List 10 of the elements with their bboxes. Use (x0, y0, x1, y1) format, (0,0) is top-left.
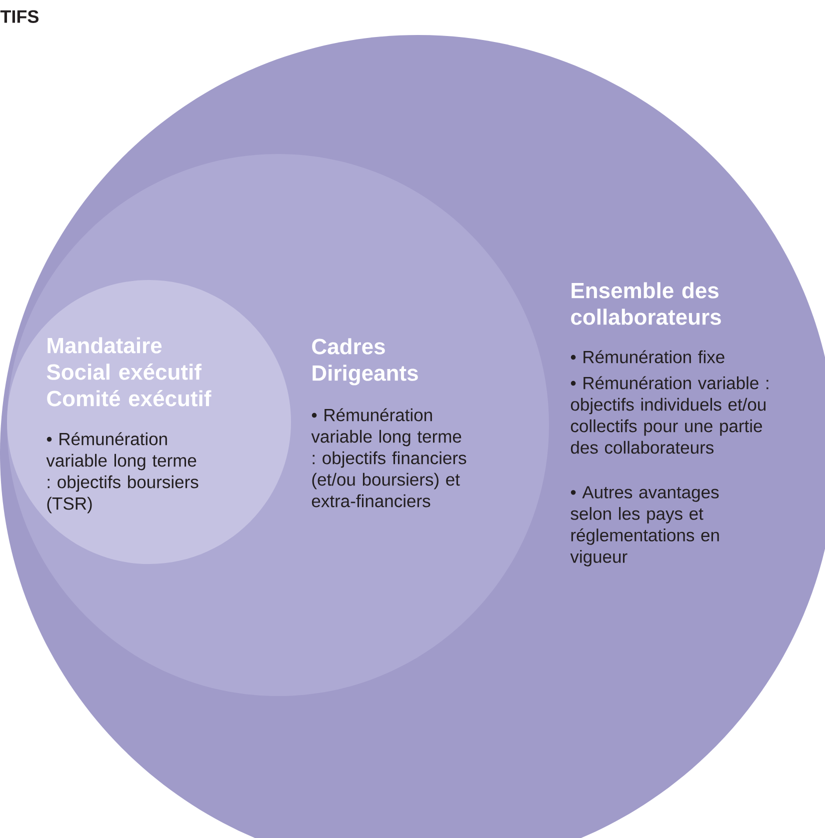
bullet-text: • Rémunération variable : objectifs individuels et/ou collectifs pour une partie des collaborateurs (570, 376, 768, 454)
circle-heading: Ensemble des collaborateurs (571, 282, 721, 325)
bullet-text: • Autres avantages selon les pays et réglementations en vigueur (570, 486, 719, 566)
bullet-text: • Rémunération variable long terme : objectifs boursiers (TSR) (46, 432, 198, 514)
bullet-text: • Rémunération variable long terme : objectifs financiers (et/ou boursiers) et extra-financiers (311, 408, 466, 508)
circle (7, 280, 291, 564)
heading: TIFS (0, 10, 38, 23)
circle-heading: Cadres Dirigeants (312, 338, 418, 386)
circle-heading: Mandataire Social exécutif Comité exécutif (46, 337, 212, 406)
bullet-text: • Rémunération fixe (570, 350, 724, 364)
